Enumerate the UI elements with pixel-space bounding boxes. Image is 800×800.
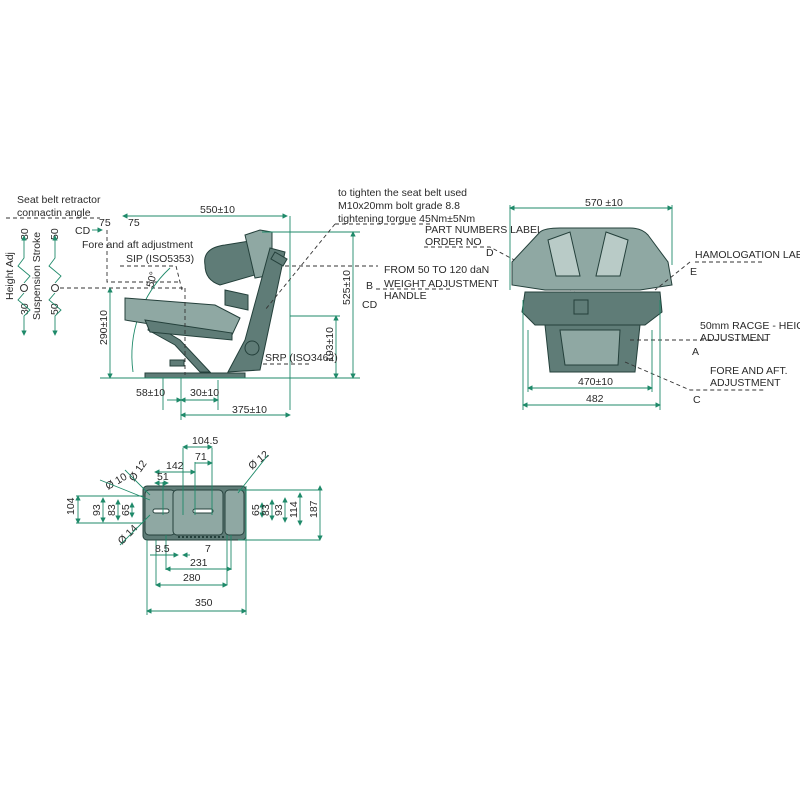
srp-label: SRP (ISO3462) [265, 352, 338, 364]
dimension-label: 193±10 [324, 327, 336, 362]
fore-aft-label: ADJUSTMENT [710, 377, 781, 389]
part-numbers-label: PART NUMBERS LABEL [425, 224, 543, 236]
cd-label: CD [362, 299, 378, 311]
dimension-label: 375±10 [232, 404, 267, 416]
dimension-label: 65 [120, 504, 132, 516]
dimension-label: 58±10 [136, 387, 165, 399]
homologation-label: HAMOLOGATION LABEL [695, 249, 800, 261]
dimension-label: 482 [586, 393, 604, 405]
dimension-label: 231 [190, 557, 208, 569]
dimension-label: 83 [106, 504, 118, 516]
height-adj-label: Height Adj [4, 252, 16, 300]
dimension-label: 51 [157, 471, 169, 483]
dimension-label: 104.5 [192, 435, 218, 447]
seat-side-illustration [124, 229, 288, 379]
diameter-label: Ø 10 [104, 471, 130, 493]
dimension-label: 93 [91, 504, 103, 516]
seat-belt-label: connactin angle [17, 207, 91, 219]
torque-note: to tighten the seat belt used [338, 187, 467, 199]
fore-aft-label: FORE AND AFT. [710, 365, 788, 377]
dimension-label: 470±10 [578, 376, 613, 388]
dimension-label: 75 [99, 217, 111, 229]
torque-note: M10x20mm bolt grade 8.8 [338, 200, 460, 212]
cd-label: CD [75, 225, 91, 237]
weight-adjustment-label: FROM 50 TO 120 daN [384, 264, 489, 276]
seat-belt-label: Seat belt retractor [17, 194, 101, 206]
angle-label: 50° [144, 270, 160, 288]
suspension-stroke-label: Suspension Stroke [31, 232, 43, 320]
dimension-label: 280 [183, 572, 201, 584]
weight-adjustment-label: WEIGHT ADJUSTMENT [384, 278, 499, 290]
c-label: C [693, 394, 701, 406]
seat-front-illustration [511, 227, 673, 373]
dimension-label: 30 [19, 228, 31, 240]
height-range-label: 50mm RACGE - HEICHT [700, 320, 800, 332]
dimension-label: 142 [166, 460, 184, 472]
base-plate-illustration [142, 485, 247, 541]
d-label: D [486, 247, 494, 259]
dimension-label: 290±10 [98, 310, 110, 345]
front-view: PART NUMBERS LABEL ORDER NO D 570 ±10 HA… [424, 197, 800, 410]
e-label: E [690, 266, 697, 278]
dimension-label: 83 [260, 504, 272, 516]
dimension-label: 71 [195, 451, 207, 463]
a-label: A [692, 346, 699, 358]
dimension-label: 114 [288, 501, 300, 518]
sip-label: SIP (ISO5353) [126, 253, 194, 265]
pivot-icon [20, 284, 28, 292]
diameter-label: Ø 14 [116, 522, 141, 547]
dimension-label: 187 [308, 500, 320, 518]
diameter-label: Ø 12 [127, 458, 150, 484]
pivot-icon [51, 284, 59, 292]
dimension-label: 8.5 [155, 543, 170, 555]
dimension-label: 7 [205, 543, 211, 555]
dimension-label: 75 [128, 217, 140, 229]
b-label: B [366, 280, 373, 292]
side-view: Seat belt retractor connactin angle 75 7… [4, 187, 499, 420]
torque-note: tightening torgue 45Nm±5Nm [338, 213, 475, 225]
diameter-label: Ø 12 [246, 448, 271, 472]
dimension-label: 350 [195, 597, 213, 609]
dimension-label: 93 [273, 504, 285, 516]
weight-adjustment-label: HANDLE [384, 290, 427, 302]
fore-aft-label: Fore and aft adjustment [82, 239, 193, 251]
dimension-label: 30±10 [190, 387, 219, 399]
dimension-label: 65 [250, 504, 262, 516]
dimension-label: 104 [65, 497, 77, 515]
order-no-label: ORDER NO [425, 236, 482, 248]
dimension-label: 570 ±10 [585, 197, 623, 209]
dimension-label: 525±10 [341, 270, 353, 305]
base-plate-view: 104.5 71 142 51 Ø 12 Ø 10 Ø 12 Ø 14 104 … [65, 435, 323, 615]
dimension-label: 550±10 [200, 204, 235, 216]
height-range-label: ADJUSTMENT [700, 332, 771, 344]
